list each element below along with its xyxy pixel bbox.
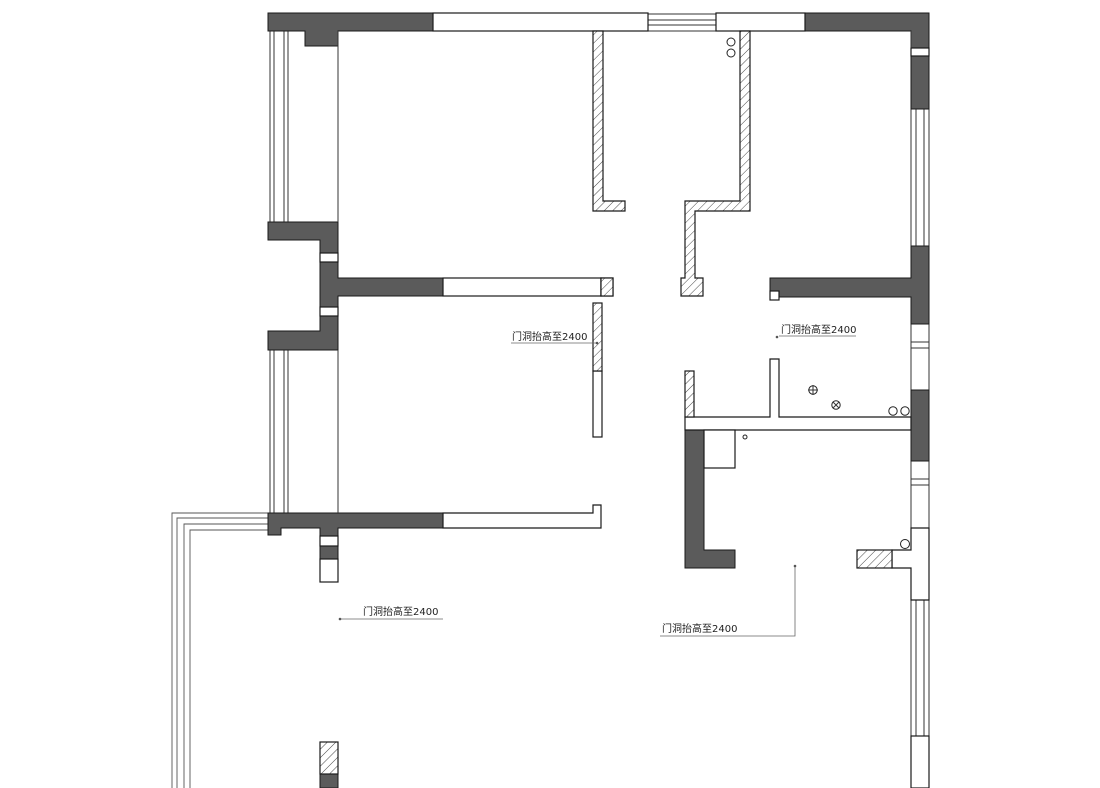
top-window-gap bbox=[648, 13, 716, 32]
left-balcony-window-top bbox=[269, 30, 289, 222]
hatched-walls bbox=[319, 30, 893, 775]
left-balcony-window-mid bbox=[269, 350, 289, 513]
door-opening-note-1: 门洞抬高至2400 bbox=[512, 330, 587, 343]
door-opening-note-2: 门洞抬高至2400 bbox=[781, 323, 856, 336]
door-opening-note-3: 门洞抬高至2400 bbox=[363, 605, 438, 618]
pipe-icon bbox=[726, 37, 910, 549]
right-exterior-window-upper bbox=[910, 108, 930, 246]
partition-walls bbox=[319, 12, 930, 788]
right-exterior-window-lower bbox=[910, 600, 930, 736]
terrace-outline bbox=[171, 512, 268, 788]
structural-walls bbox=[267, 12, 930, 788]
annotation-leaders bbox=[338, 335, 856, 637]
ceiling-light-icon bbox=[808, 385, 818, 395]
interior-lines bbox=[337, 31, 912, 513]
door-opening-note-4: 门洞抬高至2400 bbox=[662, 622, 737, 635]
right-window-small-2 bbox=[910, 461, 930, 528]
right-window-small-1 bbox=[910, 324, 930, 390]
floor-drain-icon bbox=[831, 400, 841, 410]
